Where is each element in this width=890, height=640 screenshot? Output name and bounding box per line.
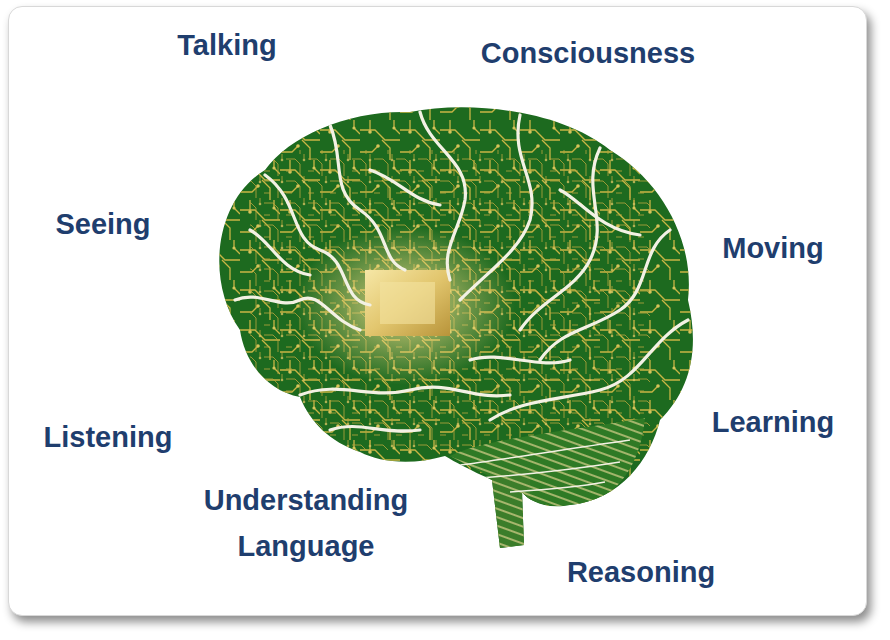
label-anchor: Seeing — [55, 206, 150, 242]
function-label: Talking — [177, 27, 276, 63]
function-label: Consciousness — [481, 35, 695, 71]
function-label: Understanding Language — [181, 477, 431, 569]
function-label: Moving — [722, 230, 824, 266]
function-label: Listening — [44, 419, 173, 455]
label-anchor: Learning — [712, 404, 834, 440]
label-anchor: Moving — [722, 230, 824, 266]
label-anchor: Reasoning — [567, 554, 715, 590]
label-anchor: Listening — [44, 419, 173, 455]
label-anchor: Talking — [177, 27, 276, 63]
function-label: Reasoning — [567, 554, 715, 590]
function-label: Seeing — [55, 206, 150, 242]
function-label: Learning — [712, 404, 834, 440]
label-anchor: Consciousness — [481, 35, 695, 71]
label-anchor: Understanding Language — [181, 477, 431, 569]
